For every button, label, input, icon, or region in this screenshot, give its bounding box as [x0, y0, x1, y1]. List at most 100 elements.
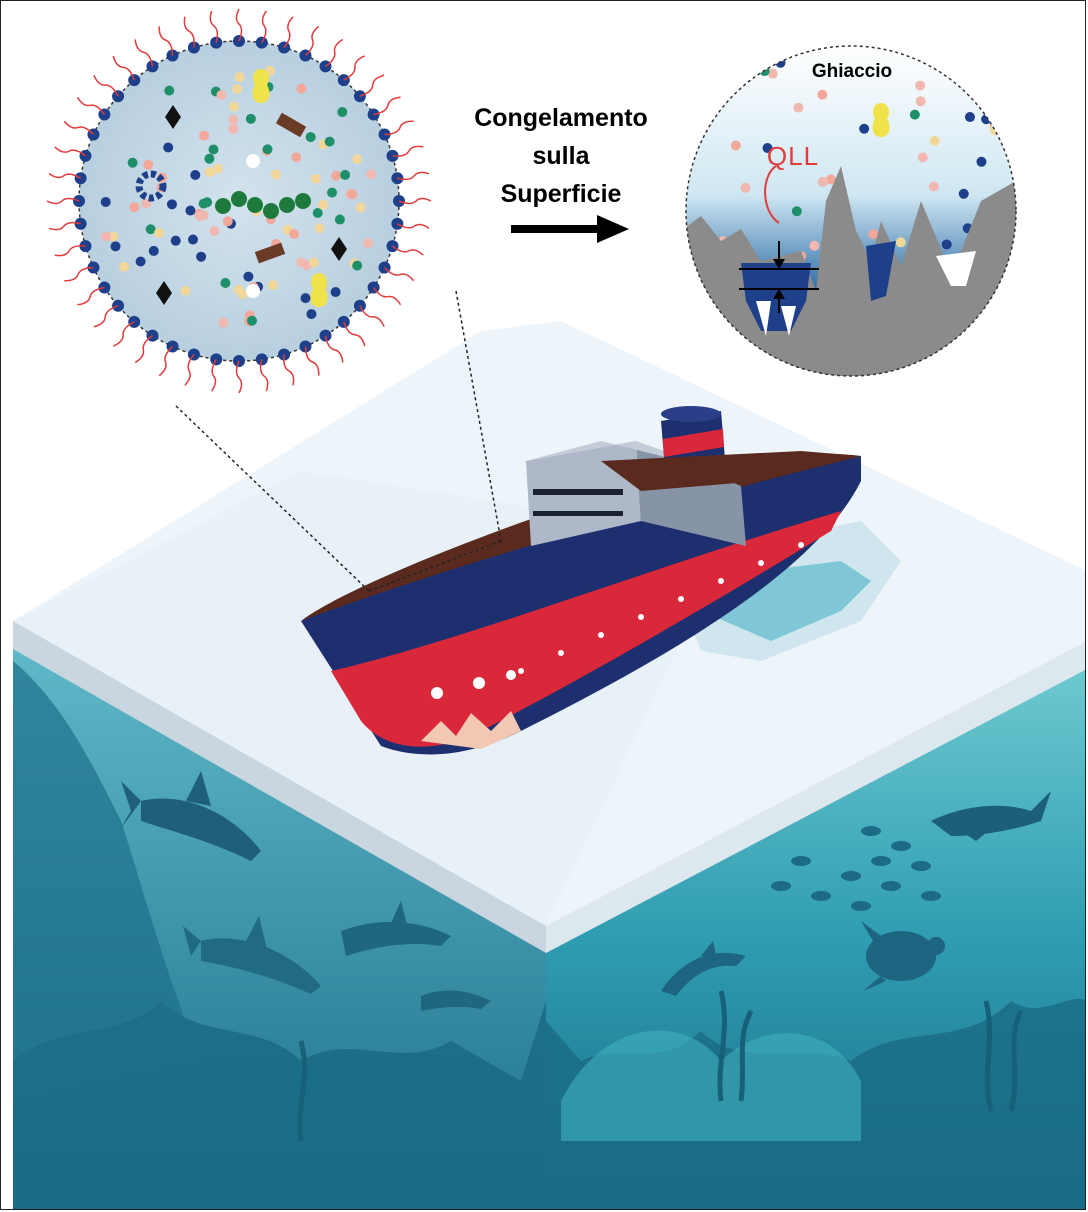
- solute-particle: [228, 123, 239, 134]
- diamond-particle: [331, 237, 347, 261]
- ice-label: Ghiaccio: [811, 61, 893, 82]
- ship-windows: [533, 489, 623, 495]
- underwater-scene: [13, 661, 1085, 1209]
- solute-particle: [300, 293, 311, 304]
- surfactant-tail: [359, 74, 385, 97]
- solute-particle: [220, 278, 231, 289]
- surfactant-tail: [324, 335, 344, 363]
- solute-particle: [228, 114, 239, 125]
- arrow-right-icon: [511, 215, 629, 243]
- surfactant-tail: [158, 26, 174, 56]
- swordfish-icon: [931, 791, 1051, 841]
- surfactant-tail: [384, 120, 414, 136]
- solute-particle: [234, 72, 245, 83]
- solute-particle: [180, 285, 191, 296]
- leader-lines: [175, 290, 502, 592]
- solute-particle: [740, 182, 751, 193]
- surfactant-tail: [397, 171, 430, 181]
- surfactant-tail: [359, 305, 385, 328]
- solute-particle: [334, 214, 345, 225]
- solute-particle: [791, 206, 802, 217]
- solute-particle: [331, 170, 342, 181]
- solute-particle: [314, 223, 325, 234]
- droplet-icon: [46, 8, 432, 394]
- dolphin-icon: [661, 941, 746, 996]
- solute-particle: [327, 187, 338, 198]
- ship-rear-deck: [601, 451, 861, 491]
- surfactant-tail: [48, 221, 81, 231]
- surfactant-tail: [343, 321, 366, 347]
- solute-particle: [216, 90, 227, 101]
- shark-icon: [181, 916, 321, 994]
- solute-particle: [366, 169, 377, 180]
- turtle-icon: [861, 921, 945, 991]
- solute-particle: [110, 241, 121, 252]
- solute-particle: [701, 98, 712, 109]
- solute-particle: [233, 284, 244, 295]
- solute-particle: [729, 66, 740, 77]
- solute-particle: [170, 235, 181, 246]
- solute-particle: [941, 239, 952, 250]
- solute-particle: [859, 123, 870, 134]
- solute-particle: [143, 159, 154, 170]
- solute-particle: [185, 205, 196, 216]
- solute-particle: [187, 234, 198, 245]
- solute-particle: [243, 271, 254, 282]
- surfactant-tail: [396, 223, 430, 229]
- surfactant-tail: [64, 266, 94, 282]
- ice-crystal: [756, 301, 771, 336]
- surfactant-tail: [76, 96, 106, 115]
- solute-particle: [163, 142, 174, 153]
- solute-particle: [347, 189, 358, 200]
- qll-pocket: [866, 241, 896, 301]
- polymer-chain: [215, 191, 311, 219]
- surfactant-tail: [283, 354, 295, 386]
- peanut-particle: [310, 273, 328, 307]
- solute-particle: [196, 251, 207, 262]
- solute-particle: [817, 89, 828, 100]
- solute-particle: [228, 101, 239, 112]
- ship-portholes: [431, 542, 804, 699]
- freeze-caption-line2: sulla: [532, 142, 590, 170]
- solute-particle: [989, 125, 1000, 136]
- surfactant-tail: [54, 245, 86, 257]
- solute-particle: [793, 102, 804, 113]
- solute-particle: [262, 144, 273, 155]
- solute-particle: [980, 93, 991, 104]
- ice-circle-icon: [685, 45, 1017, 377]
- solute-particle: [976, 156, 987, 167]
- rod-particle: [275, 112, 307, 138]
- solute-particle: [145, 224, 156, 235]
- surfactant-tail: [77, 286, 105, 306]
- surfactant-tail: [343, 55, 366, 81]
- solute-particle: [330, 287, 341, 298]
- solute-particle: [100, 231, 111, 242]
- rod-particle: [254, 242, 286, 264]
- surfactant-tail: [54, 146, 86, 157]
- solute-particle: [929, 135, 940, 146]
- qll-bracket: [764, 165, 780, 224]
- ship-funnel-stripe: [663, 429, 724, 457]
- shark-icon: [119, 771, 261, 861]
- ice-crystal: [781, 306, 796, 336]
- micelle-icon: [135, 170, 167, 202]
- solute-particle: [198, 210, 209, 221]
- solute-particle: [204, 167, 215, 178]
- solute-particle: [164, 85, 175, 96]
- solute-particle: [352, 154, 363, 165]
- ship-hull-red: [331, 511, 841, 747]
- surfactant-ring: [46, 8, 432, 394]
- solute-particle: [917, 152, 928, 163]
- surfactant-tail: [392, 145, 424, 157]
- qll-pocket: [936, 251, 976, 286]
- ship-windows-lower: [533, 511, 623, 516]
- surfactant-tail: [211, 358, 217, 392]
- ship-icon: [301, 406, 901, 755]
- solute-particle: [352, 260, 363, 271]
- solute-particle: [817, 176, 828, 187]
- freeze-caption-line1: Congelamento: [474, 104, 648, 132]
- surfactant-tail: [184, 354, 195, 386]
- solute-particle: [208, 144, 219, 155]
- ice-right-edge: [546, 642, 1085, 953]
- coral: [297, 990, 1024, 1142]
